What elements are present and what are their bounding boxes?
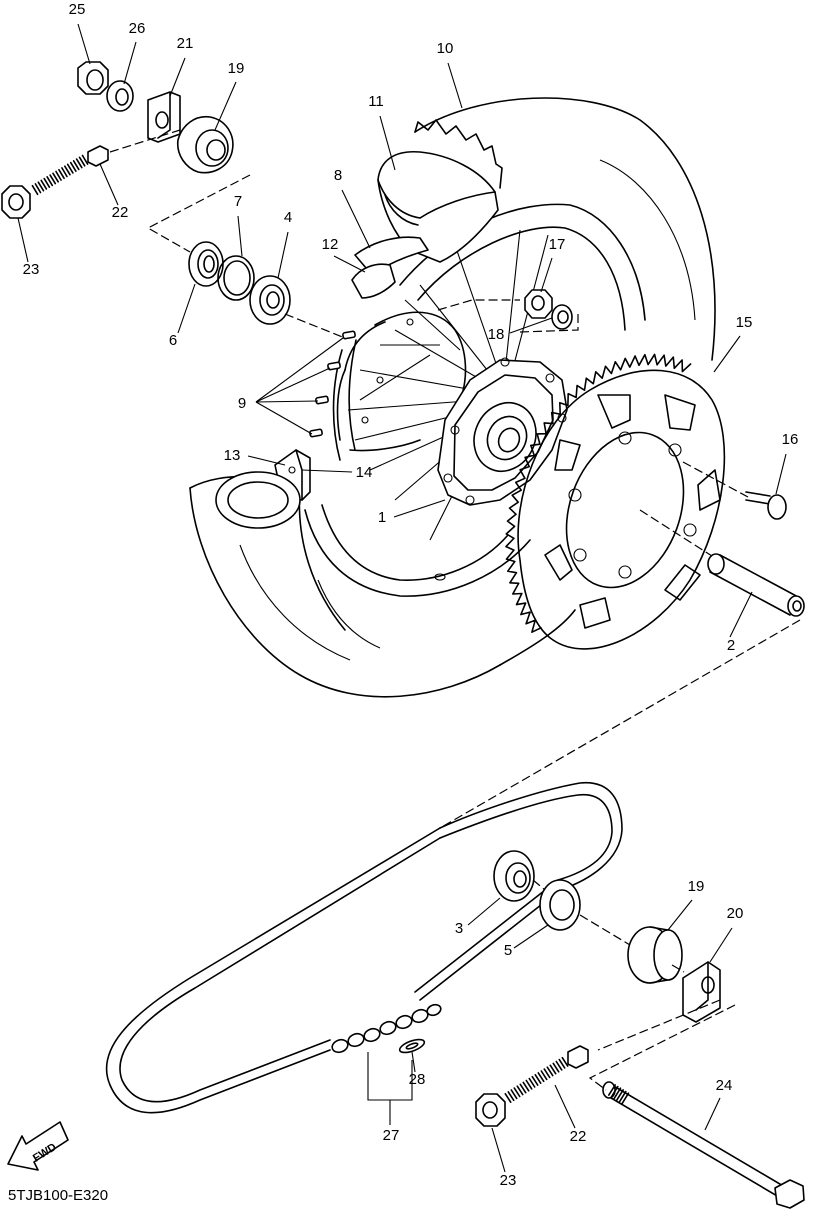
callout-c19b: 19	[688, 878, 705, 895]
callout-c2: 2	[727, 637, 735, 654]
callout-c9: 9	[238, 395, 246, 412]
spoke-nipples	[309, 330, 356, 438]
callout-c3: 3	[455, 920, 463, 937]
callout-c5: 5	[504, 942, 512, 959]
washer-26	[106, 80, 134, 112]
washer-18	[551, 304, 573, 330]
callout-c25: 25	[69, 1, 86, 18]
locknut-23-lower	[475, 1093, 506, 1127]
callout-c1: 1	[378, 509, 386, 526]
callout-c13: 13	[224, 447, 241, 464]
axle-nut-25	[77, 61, 109, 95]
bearing-3	[493, 850, 535, 902]
wheel-axle-24	[602, 1081, 805, 1209]
callout-c20: 20	[727, 905, 744, 922]
callout-c10: 10	[437, 40, 454, 57]
leader-lines	[17, 23, 787, 1173]
collar-19-lower	[627, 926, 683, 984]
collar-19-upper	[176, 115, 234, 174]
callout-c23b: 23	[500, 1172, 517, 1189]
callout-c15: 15	[736, 314, 753, 331]
hub	[336, 311, 568, 506]
circlip-7	[217, 255, 255, 301]
adjust-bolt-22-lower	[504, 1045, 589, 1103]
locknut-23-upper	[1, 185, 31, 219]
tire	[189, 97, 716, 698]
adjust-bolt-22-upper	[31, 145, 109, 196]
drawing-code: 5TJB100-E320	[8, 1187, 108, 1204]
drive-chain	[105, 781, 623, 1114]
tube-and-rim-band	[351, 151, 499, 299]
callout-c14: 14	[356, 464, 373, 481]
hub-left-ring	[215, 471, 301, 529]
assembly-lines	[109, 129, 801, 1091]
callout-c26: 26	[129, 20, 146, 37]
callout-c16: 16	[782, 431, 799, 448]
nut-17	[524, 289, 553, 319]
callout-c18: 18	[488, 326, 505, 343]
fwd-arrow-icon: FWD	[7, 1121, 69, 1171]
callout-c7: 7	[234, 193, 242, 210]
callout-c12: 12	[322, 236, 339, 253]
callout-c6: 6	[169, 332, 177, 349]
callout-c8: 8	[334, 167, 342, 184]
bearing-4	[249, 275, 291, 325]
callout-c24: 24	[716, 1077, 733, 1094]
oil-seal-5	[539, 879, 581, 931]
callout-c22b: 22	[570, 1128, 587, 1145]
bearing-6	[188, 241, 224, 287]
bolt-16	[745, 491, 787, 520]
callout-c19a: 19	[228, 60, 245, 77]
callout-c17: 17	[549, 236, 566, 253]
chain-joint-link	[331, 1003, 442, 1054]
collar-2	[707, 553, 805, 617]
chain-clip-28	[398, 1038, 426, 1054]
adjust-block-20	[682, 961, 721, 1023]
callout-c4: 4	[284, 209, 292, 226]
callout-c22a: 22	[112, 204, 129, 221]
callout-c27: 27	[383, 1127, 400, 1144]
callout-c28: 28	[409, 1071, 426, 1088]
sprocket	[505, 353, 726, 650]
callout-c23a: 23	[23, 261, 40, 278]
callout-c11: 11	[368, 93, 384, 110]
callout-c21: 21	[177, 35, 194, 52]
